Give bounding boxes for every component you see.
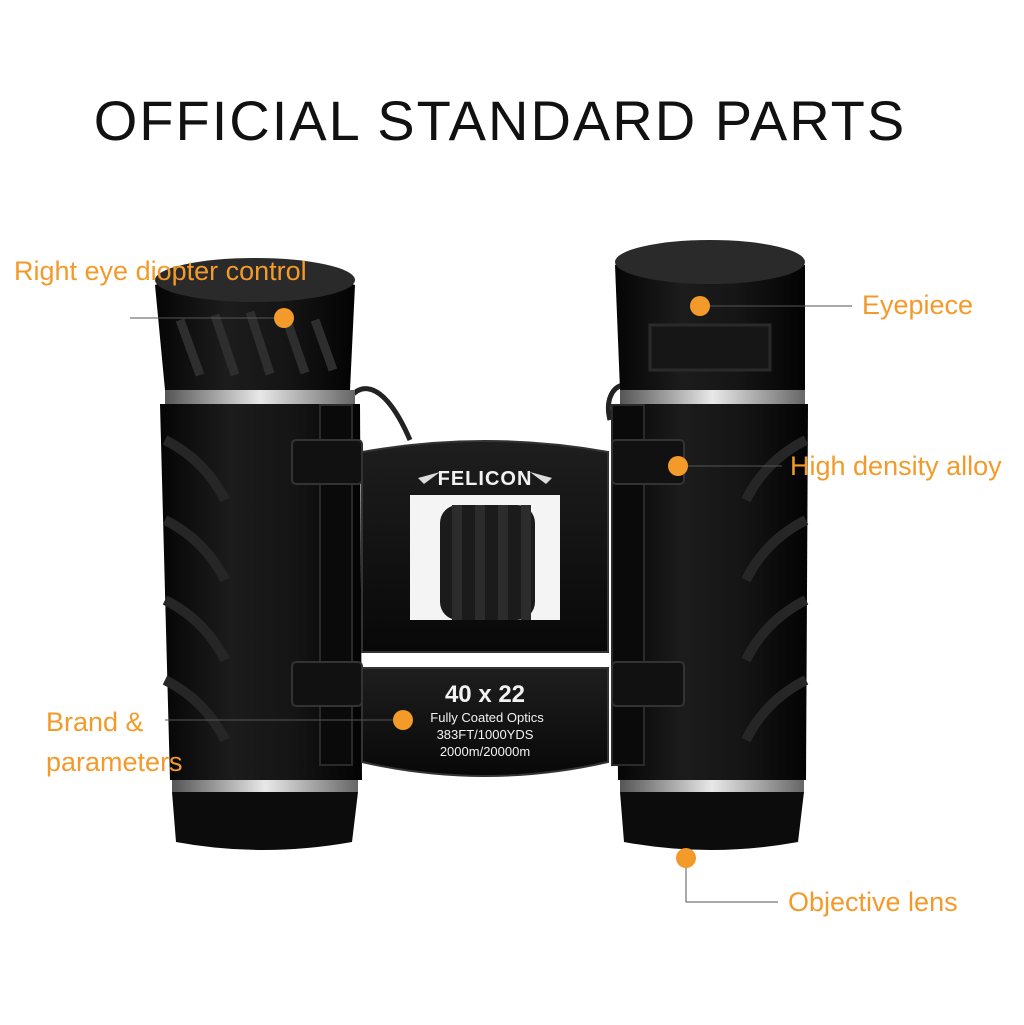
brand-logo: FELICON — [418, 468, 552, 490]
callout-dot-diopter — [274, 308, 294, 328]
callout-dot-objective — [676, 848, 696, 868]
callout-label-objective: Objective lens — [788, 887, 958, 917]
spec-model: 40 x 22 — [445, 681, 525, 708]
callout-markers — [130, 296, 852, 903]
focus-wheel — [440, 505, 535, 620]
callout-label-diopter: Right eye diopter control — [14, 256, 307, 286]
page-title: OFFICIAL STANDARD PARTS — [93, 89, 907, 152]
callout-label-alloy: High density alloy — [790, 451, 1002, 481]
callout-dot-brand — [393, 710, 413, 730]
bridge-lower — [361, 667, 609, 777]
spec-optics: Fully Coated Optics — [430, 710, 544, 725]
brand-logo-text: FELICON — [438, 468, 533, 490]
callout-label-eyepiece: Eyepiece — [862, 290, 974, 320]
callout-dot-alloy — [668, 456, 688, 476]
callout-label-brand: Brand & parameters — [46, 707, 183, 777]
callout-line-objective — [685, 860, 778, 903]
callout-dot-eyepiece — [690, 296, 710, 316]
spec-range: 2000m/20000m — [440, 744, 530, 759]
spec-field: 383FT/1000YDS — [437, 727, 534, 742]
